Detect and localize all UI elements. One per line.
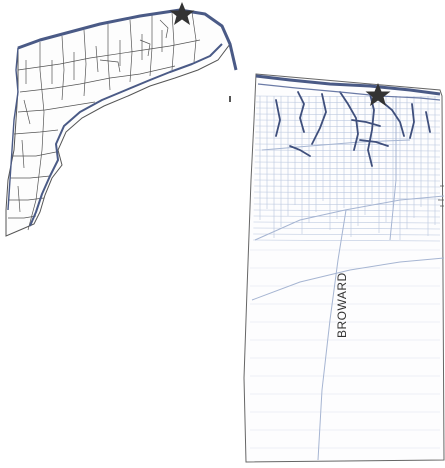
inset-subdivision-lines (8, 11, 201, 231)
street-line (254, 149, 441, 152)
street-line (254, 185, 441, 188)
street-line (253, 239, 441, 242)
street-line (254, 191, 441, 194)
inset-coastline (17, 8, 238, 71)
street-line (255, 113, 441, 116)
inset-inner-waterway (29, 43, 223, 227)
waterways (275, 91, 431, 167)
location-star-north (169, 2, 195, 25)
street-line (254, 173, 441, 176)
street-line (254, 179, 441, 182)
street-line (253, 215, 441, 218)
county-map-broward: BROWARD (243, 73, 445, 463)
location-star-south (365, 83, 391, 106)
street-line (255, 119, 441, 122)
county-label: BROWARD (335, 272, 349, 338)
intracoastal-waterway (257, 83, 441, 101)
major-roads (251, 96, 445, 461)
inset-map-left (5, 2, 238, 237)
county-boundary (243, 73, 445, 463)
street-line (255, 131, 441, 134)
street-line (255, 95, 441, 98)
inset-west-shore (7, 47, 19, 211)
street-line (253, 227, 441, 230)
street-line (254, 167, 441, 170)
street-line (254, 155, 441, 158)
street-line (254, 161, 441, 164)
street-line (255, 143, 441, 146)
street-line (253, 233, 441, 236)
edge-ticks (438, 185, 444, 207)
street-line (253, 209, 441, 212)
county-coastline (255, 74, 441, 96)
street-line (255, 125, 441, 128)
street-grid (250, 95, 441, 449)
street-line (253, 221, 441, 224)
street-line (255, 137, 441, 140)
street-line (253, 203, 441, 206)
map-speck (229, 96, 231, 102)
street-line (255, 107, 441, 110)
